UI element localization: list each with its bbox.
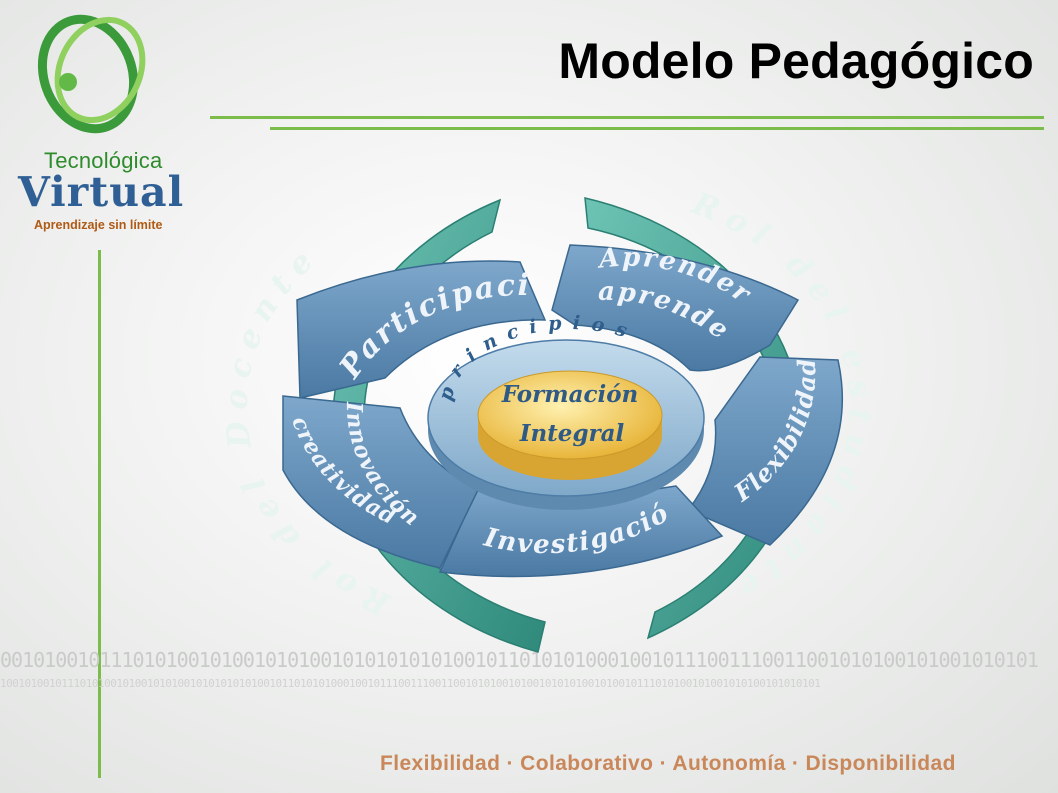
segment-flexibilidad [686,356,844,546]
logo-tecnologica: Tecnológica [44,148,163,173]
center-label-formacion: Formación [501,381,639,408]
segment-label-innovacion-1: Innovación y [0,0,424,532]
title-rule-bottom [270,127,1044,130]
logo-virtual: Virtual [18,168,185,216]
segment-participacion [296,260,547,399]
center-label-integral: Integral [519,420,625,447]
footer-values: Flexibilidad · Colaborativo · Autonomía … [380,752,956,775]
segment-label-aprender-1: Aprender a [0,0,765,317]
svg-text:Aprender a: Aprender a [0,0,767,317]
segment-innovacion [282,395,479,569]
page-title: Modelo Pedagógico [558,33,1034,89]
binary-background-line-small: 1001010010111010100101001010100101010101… [0,677,821,690]
logo-tagline: Aprendizaje sin límite [34,218,163,232]
binary-background-line: 0010100101110101001010010101001010101010… [0,648,1039,672]
logo-swirl-icon [37,14,146,134]
segment-aprender [551,244,800,372]
vertical-divider [98,250,101,778]
logo: Tecnológica Virtual Aprendizaje sin lími… [8,8,198,232]
center-disc [477,370,663,460]
title-rule-top [210,116,1044,119]
svg-text:Innovación y: Innovación y [0,0,425,532]
